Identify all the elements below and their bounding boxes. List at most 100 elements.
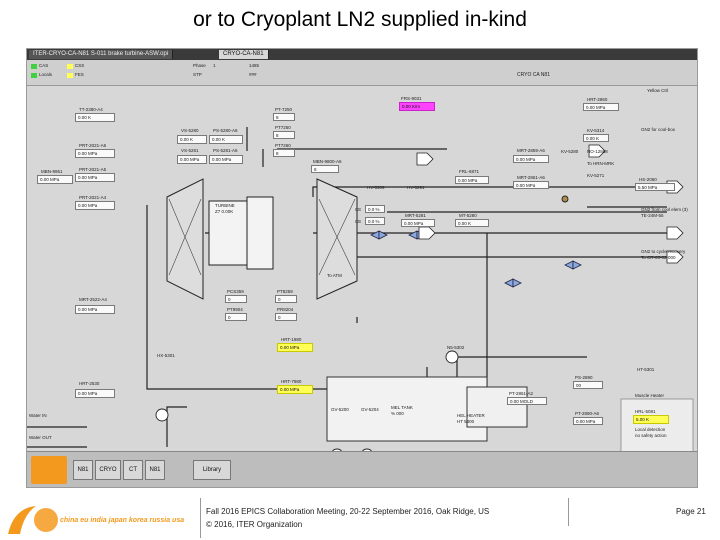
mrt-left-value: 0.00 MPa bbox=[75, 305, 115, 314]
gn-out-label: GN2 to cycle recovery bbox=[641, 249, 686, 254]
tab-bar: ITER-CRYO-CA-N81 S-011 brake turbine-ASW… bbox=[27, 49, 697, 60]
mr1-label: MRT-5281 bbox=[405, 213, 426, 218]
tail2-label: CE bbox=[355, 219, 362, 224]
pcs2-value: 0 bbox=[275, 295, 297, 303]
ht3-value: 0.00 MPa bbox=[583, 103, 619, 111]
ps1-label: PS-5280-A6 bbox=[213, 128, 238, 133]
ht1-label: MRT-2859-A6 bbox=[517, 148, 545, 153]
pt-left2-label: PRT-2021-A5 bbox=[79, 167, 107, 172]
nav-button-n81-b[interactable]: N81 bbox=[145, 460, 165, 480]
gn-ret-label: GN2 from cool elem (3) bbox=[641, 207, 688, 212]
water-out-label: Water OUT bbox=[29, 435, 52, 440]
pt-left2-value: 0.00 MPa bbox=[75, 173, 115, 182]
footer-divider-left bbox=[200, 498, 201, 538]
water-in-label: Water IN bbox=[29, 413, 47, 418]
tail1-value: 0.0 % bbox=[365, 205, 385, 213]
col2-value: 8 bbox=[273, 131, 295, 139]
locals-indicator bbox=[31, 73, 37, 78]
fes-label: FES bbox=[75, 72, 84, 77]
phase-label: Phase bbox=[193, 63, 206, 68]
kv3-label: NO-12888 bbox=[587, 149, 608, 154]
nav-button-cryo[interactable]: CRYO bbox=[95, 460, 121, 480]
kv-line-label: KV-5271 bbox=[587, 173, 605, 178]
panel-title: CRYO CA N81 bbox=[517, 72, 550, 78]
ln-label: HT-5301 bbox=[637, 367, 655, 372]
iter-logo bbox=[8, 506, 58, 534]
yellow1-label: HRT-1980 bbox=[281, 337, 302, 342]
pcs3-value: 0 bbox=[225, 313, 247, 321]
locals-label: Locals bbox=[39, 72, 53, 77]
bottom-nav-bar: N81 CRYO CT N81 Library bbox=[27, 451, 697, 487]
id-value-2: ### bbox=[249, 72, 257, 77]
vs1-value: 0.00 K bbox=[177, 135, 207, 144]
ps2-label: PS-5281-A6 bbox=[213, 148, 238, 153]
to-hrn-label: To HRN-MRK bbox=[587, 161, 615, 166]
tt-left-label: TT-2380-A4 bbox=[79, 107, 103, 112]
frl-value: 0.00 MPa bbox=[455, 176, 489, 184]
step-label: STP bbox=[193, 72, 202, 77]
corner-label: Yellow Ctrl bbox=[647, 88, 669, 93]
mb-left-value: 0.00 MPa bbox=[37, 175, 73, 184]
hv2-label: HV-5291 bbox=[407, 185, 425, 190]
turbine-sub: Z7 0.00K bbox=[215, 209, 234, 214]
cas-label: CAS bbox=[39, 63, 49, 68]
to-atm-label: To ATM bbox=[327, 273, 342, 278]
nav-button-n81[interactable]: N81 bbox=[73, 460, 93, 480]
muscle-heater-label: Muscle Heater bbox=[635, 393, 665, 398]
pt-r2-value: 00 bbox=[573, 381, 603, 389]
remote-label: Local detection bbox=[635, 427, 666, 432]
pt-left3-label: PRT-2021-A4 bbox=[79, 195, 107, 200]
col1-label: PT-7250 bbox=[275, 107, 293, 112]
col3-value: 8 bbox=[273, 149, 295, 157]
tail1-label: CE bbox=[355, 207, 362, 212]
vs2-label: VS-5281 bbox=[181, 148, 199, 153]
ht1-value: 0.00 MPa bbox=[513, 155, 549, 163]
col3-label: PT7260 bbox=[275, 143, 291, 148]
mr1-value: 0.00 MPa bbox=[401, 219, 435, 227]
footer-line-2: © 2016, ITER Organization bbox=[206, 520, 303, 529]
ht2-label: MRT-2861-A6 bbox=[517, 175, 545, 180]
remote-label-2: no safety action bbox=[635, 433, 667, 438]
nav-button-library[interactable]: Library bbox=[193, 460, 231, 480]
ht2-value: 0.00 MPa bbox=[513, 181, 549, 189]
iter-mini-logo bbox=[31, 456, 67, 484]
mel-tank-value: % 000 bbox=[391, 411, 404, 416]
vs1-label: VS-5280 bbox=[181, 128, 199, 133]
pcs1-value: 0 bbox=[225, 295, 247, 303]
mr2-value: 0.00 K bbox=[455, 219, 489, 227]
css-label: CSS bbox=[75, 63, 85, 68]
kv1-value: 0.00 K bbox=[583, 134, 609, 142]
pt-left1-label: PRT-2021-A6 bbox=[79, 143, 107, 148]
pt-left3-value: 0.00 MPa bbox=[75, 201, 115, 210]
valve-mid2-label: GV-5204 bbox=[361, 407, 379, 412]
process-diagram bbox=[27, 127, 694, 452]
mel-heater-label: HEL HEATER bbox=[457, 413, 485, 418]
fes-indicator bbox=[67, 73, 73, 78]
tab-brake-turbine[interactable]: ITER-CRYO-CA-N81 S-011 brake turbine-ASW… bbox=[29, 50, 174, 59]
pcs4-label: PR8204 bbox=[277, 307, 294, 312]
pink-value: 0.00 K/m bbox=[399, 102, 435, 111]
tail2-value: 0.0 % bbox=[365, 217, 385, 225]
gn-rt-label: GN2 for cool-box bbox=[641, 127, 676, 132]
pt-r3-label: PT-2890-A6 bbox=[575, 411, 600, 416]
footer-line-1: Fall 2016 EPICS Collaboration Meeting, 2… bbox=[206, 507, 490, 516]
pcs2-label: PT8259 bbox=[277, 289, 293, 294]
id-value-1: 1485 bbox=[249, 63, 260, 68]
nav-button-ct[interactable]: CT bbox=[123, 460, 143, 480]
cas-indicator bbox=[31, 64, 37, 69]
yellow3-label: HRL-5081 bbox=[635, 409, 656, 414]
yellow3-value: 5.00 K bbox=[633, 415, 669, 424]
col2-label: PT7250 bbox=[275, 125, 291, 130]
ps2-value: 0.00 MPa bbox=[209, 155, 243, 164]
ps1-value: 0.00 K bbox=[209, 135, 243, 144]
pt-left1-value: 0.00 MPa bbox=[75, 149, 115, 158]
tab-cryo-ca-n81[interactable]: CRYO-CA-N81 bbox=[219, 50, 269, 59]
status-strip: CAS CSS Locals FES Phase 1 STP 1485 ### … bbox=[27, 60, 697, 86]
pt-r1-value: 0.00 MOLD bbox=[507, 397, 547, 405]
mb-mid-value: 8 bbox=[311, 165, 339, 173]
gn-ret-sub: TE-24M-55 bbox=[641, 213, 664, 218]
pt-r2-label: PS-2890 bbox=[575, 375, 593, 380]
pcs4-value: 0 bbox=[275, 313, 297, 321]
mel-tank-label: MEL TANK bbox=[391, 405, 413, 410]
